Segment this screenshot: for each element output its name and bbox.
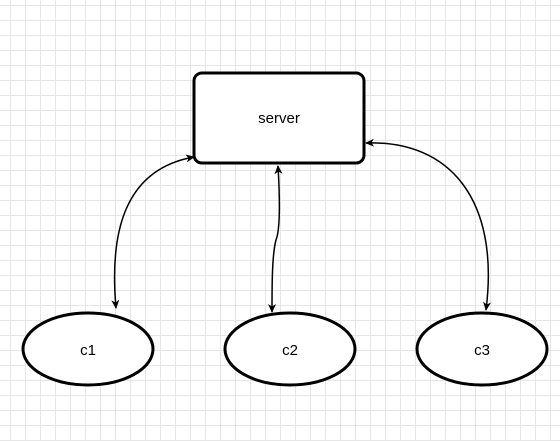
edge-server-c1[interactable] — [111, 154, 195, 309]
c1-ellipse[interactable] — [21, 311, 155, 387]
edge-server-c2[interactable] — [268, 165, 283, 313]
c2-ellipse[interactable] — [223, 311, 357, 387]
edge-server-c3[interactable] — [365, 138, 491, 311]
c2-label: c2 — [282, 342, 298, 359]
server-box[interactable] — [192, 71, 366, 165]
server-label: server — [258, 110, 300, 127]
c1-label: c1 — [80, 342, 96, 359]
node-c3[interactable]: c3 — [415, 311, 549, 387]
node-c2[interactable]: c2 — [223, 311, 357, 387]
c3-label: c3 — [474, 342, 490, 359]
node-server[interactable]: server — [192, 71, 366, 165]
node-c1[interactable]: c1 — [21, 311, 155, 387]
c3-ellipse[interactable] — [415, 311, 549, 387]
